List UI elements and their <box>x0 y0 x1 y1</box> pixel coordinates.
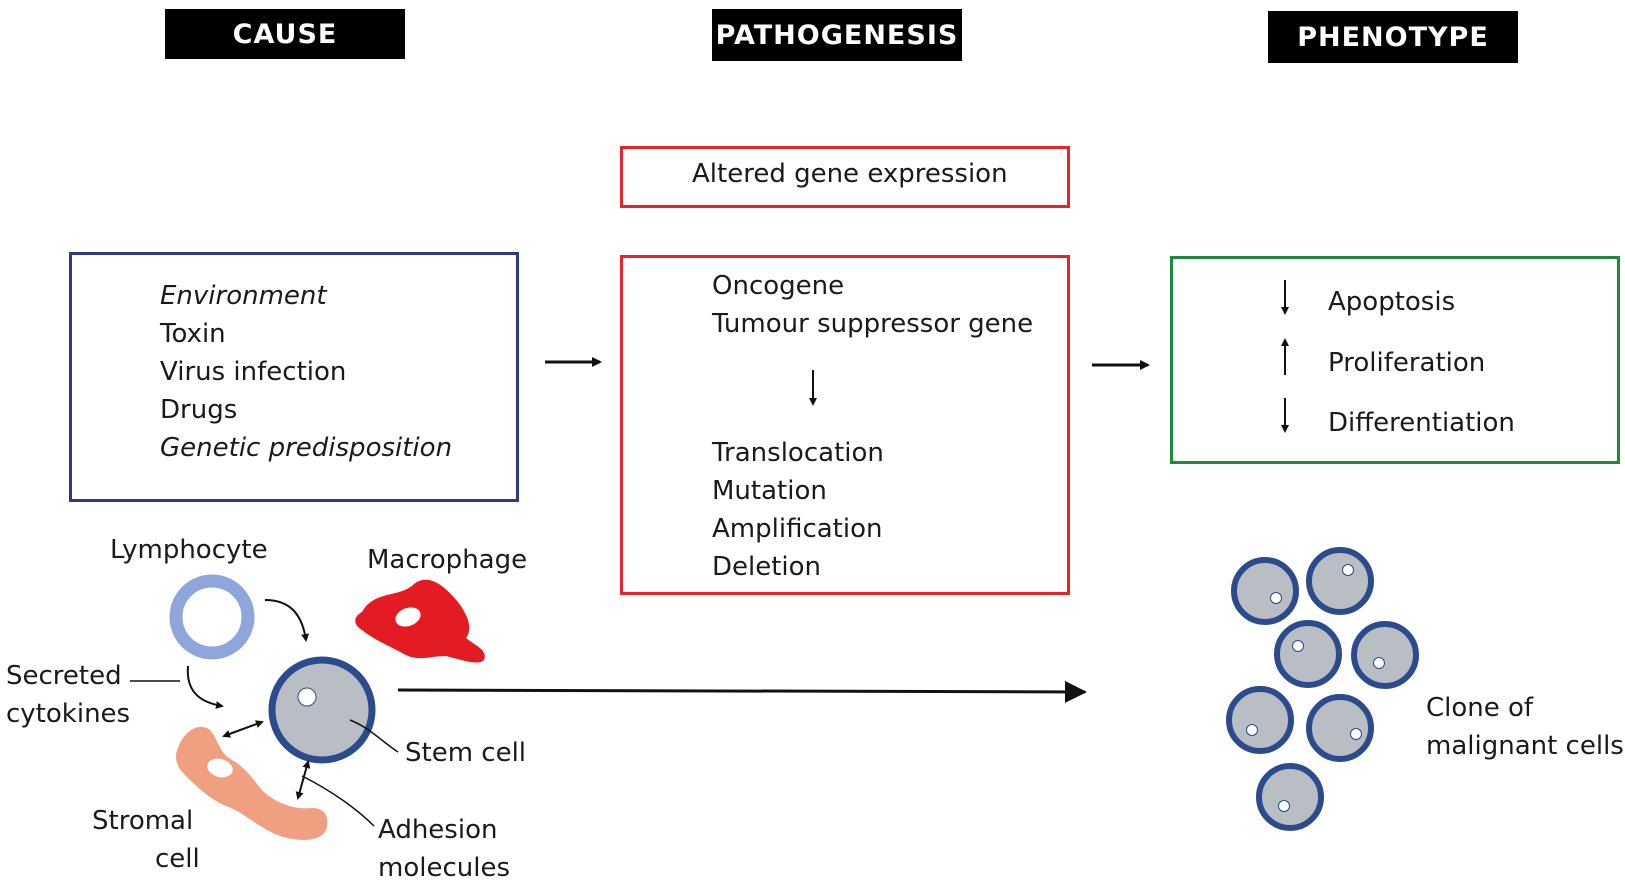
arrow-lymphocyte-to-stem-cell <box>264 599 310 642</box>
label-secreted: Secreted <box>6 661 122 691</box>
cause-item-virus-infection: Virus infection <box>160 357 347 387</box>
gene-tumour-suppressor: Tumour suppressor gene <box>712 309 1034 339</box>
malignant-cell <box>1306 547 1374 615</box>
arrow-stem-cell-to-clone <box>397 680 1087 703</box>
header-pathogenesis: PATHOGENESIS <box>712 9 962 61</box>
gene-oncogene: Oncogene <box>712 271 845 301</box>
malignant-cell <box>1274 620 1342 688</box>
cause-item-drugs: Drugs <box>160 395 238 425</box>
label-cytokines: cytokines <box>6 699 131 729</box>
label-cell: cell <box>155 844 200 874</box>
malignant-cell <box>1306 694 1374 762</box>
stem-cell-icon <box>268 656 376 764</box>
altered-gene-expression-label: Altered gene expression <box>692 159 1008 189</box>
label-malignant-cells: malignant cells <box>1426 731 1624 761</box>
arrow-adhesion-vertical <box>295 760 311 800</box>
arrow-stromal-stem-adhesion <box>222 720 264 738</box>
label-stem-cell: Stem cell <box>405 738 527 768</box>
leader-adhesion-molecules <box>301 775 375 827</box>
cause-box <box>69 252 519 502</box>
malignant-cell <box>1256 763 1324 831</box>
mechanism-amplification: Amplification <box>712 514 883 544</box>
header-phenotype: PHENOTYPE <box>1268 11 1518 63</box>
label-clone-of: Clone of <box>1426 693 1534 723</box>
altered-gene-expression-box <box>620 146 1070 208</box>
cause-item-environment: Environment <box>160 281 327 311</box>
mechanism-mutation: Mutation <box>712 476 827 506</box>
label-adhesion: Adhesion <box>378 815 498 845</box>
label-lymphocyte: Lymphocyte <box>110 535 268 565</box>
label-macrophage: Macrophage <box>367 545 528 575</box>
cause-item-genetic-predisposition: Genetic predisposition <box>160 433 453 463</box>
lymphocyte-icon <box>169 574 255 660</box>
malignant-cell <box>1231 557 1299 625</box>
label-molecules: molecules <box>378 853 510 883</box>
phenotype-proliferation: Proliferation <box>1328 348 1486 378</box>
header-cause: CAUSE <box>165 9 405 59</box>
phenotype-box <box>1170 256 1620 464</box>
malignant-cell-clone <box>1226 547 1419 831</box>
phenotype-apoptosis: Apoptosis <box>1328 287 1456 317</box>
cause-item-toxin: Toxin <box>160 319 226 349</box>
macrophage-icon <box>355 579 485 663</box>
leader-stem-cell <box>349 719 399 753</box>
label-stromal: Stromal <box>92 806 194 836</box>
malignant-cell <box>1226 686 1294 754</box>
mechanism-translocation: Translocation <box>712 438 884 468</box>
malignant-cell <box>1351 621 1419 689</box>
phenotype-differentiation: Differentiation <box>1328 408 1515 438</box>
pathogenesis-box <box>620 255 1070 595</box>
mechanism-deletion: Deletion <box>712 552 822 582</box>
arrow-cytokines-to-stem-cell <box>186 665 224 709</box>
stromal-cell-icon <box>176 726 328 840</box>
